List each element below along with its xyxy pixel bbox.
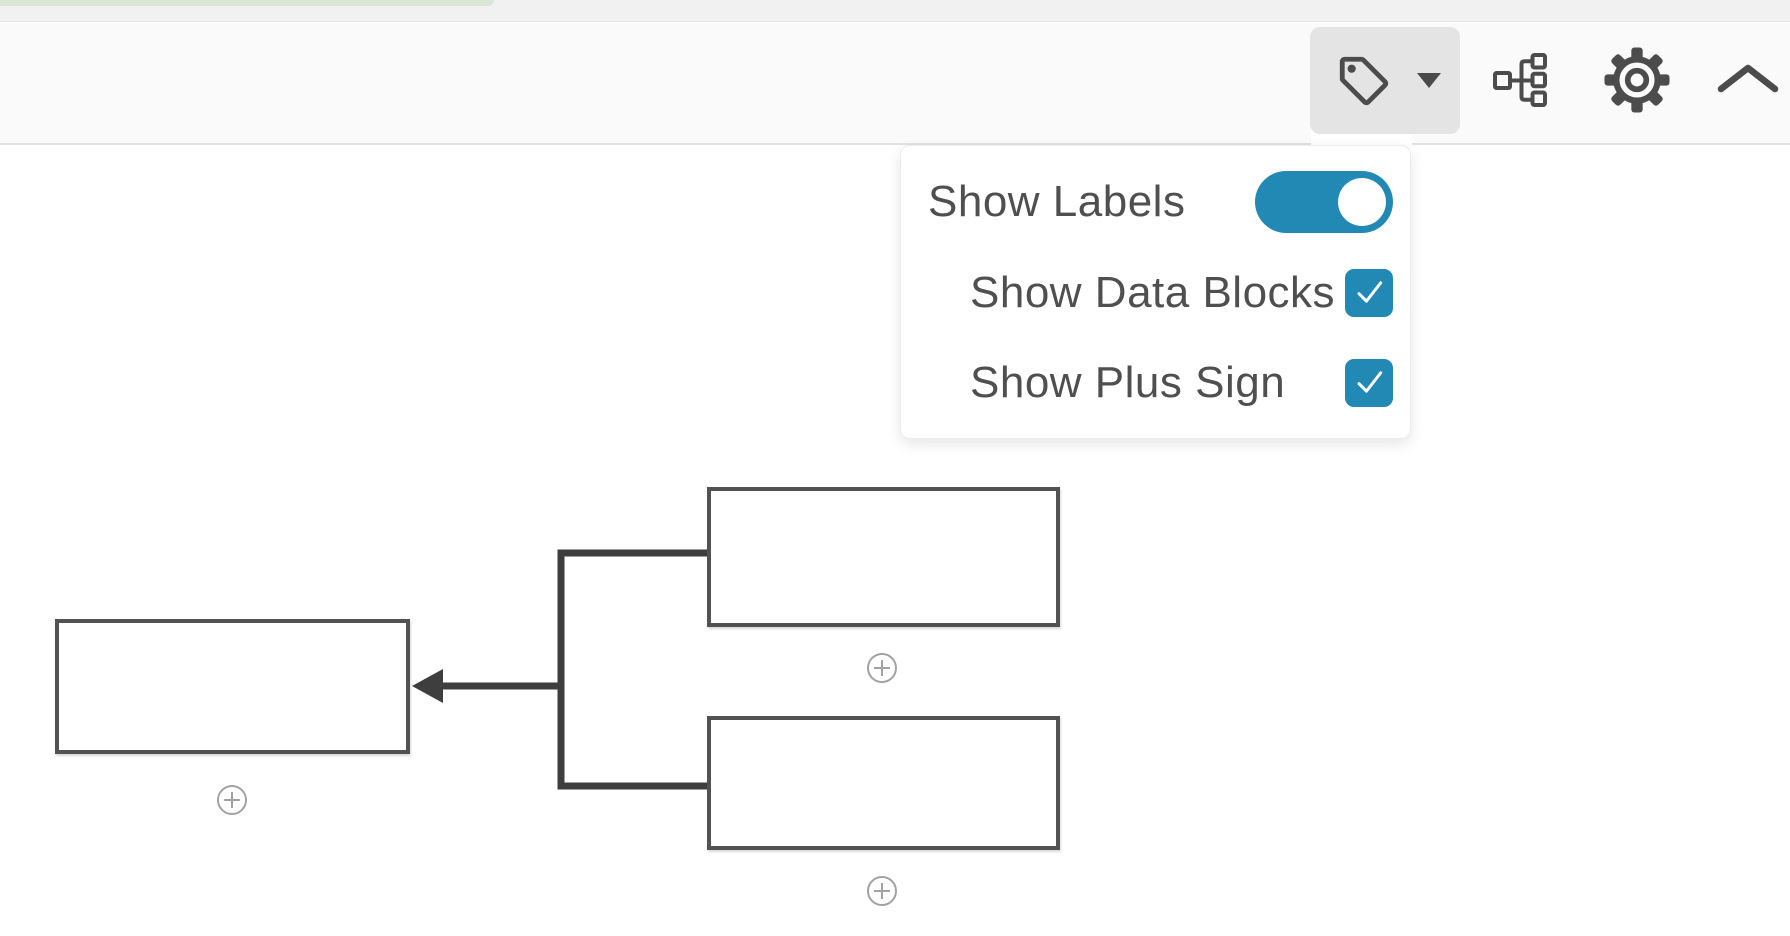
show-labels-row: Show Labels <box>928 171 1393 233</box>
show-data-blocks-row: Show Data Blocks <box>970 268 1393 317</box>
gear-icon <box>1604 47 1670 113</box>
diagram-node[interactable] <box>707 487 1060 627</box>
header-band <box>0 0 1790 22</box>
chevron-up-icon <box>1716 60 1780 96</box>
layout-button[interactable] <box>1485 45 1555 115</box>
diagram-node[interactable] <box>707 716 1060 850</box>
labels-menu-button[interactable] <box>1310 27 1460 134</box>
checkmark-icon <box>1349 362 1389 405</box>
toolbar <box>0 23 1790 145</box>
show-data-blocks-label: Show Data Blocks <box>970 268 1336 317</box>
top-green-strip <box>0 0 494 6</box>
show-labels-toggle[interactable] <box>1255 171 1393 233</box>
add-node-button[interactable] <box>867 653 897 683</box>
settings-button[interactable] <box>1602 45 1672 115</box>
show-labels-label: Show Labels <box>928 177 1186 226</box>
show-plus-sign-row: Show Plus Sign <box>970 358 1393 407</box>
add-node-button[interactable] <box>217 785 247 815</box>
add-node-button[interactable] <box>867 876 897 906</box>
tree-icon <box>1492 52 1548 108</box>
show-data-blocks-checkbox[interactable] <box>1345 269 1393 317</box>
show-plus-sign-label: Show Plus Sign <box>970 358 1286 407</box>
labels-dropdown-panel: Show Labels Show Data Blocks Show Plus S… <box>900 145 1411 439</box>
collapse-toolbar-button[interactable] <box>1713 43 1783 113</box>
tag-icon <box>1335 52 1393 110</box>
toggle-knob <box>1338 178 1386 226</box>
checkmark-icon <box>1349 272 1389 315</box>
show-plus-sign-checkbox[interactable] <box>1345 359 1393 407</box>
caret-down-icon <box>1416 72 1442 89</box>
diagram-node[interactable] <box>55 619 410 754</box>
